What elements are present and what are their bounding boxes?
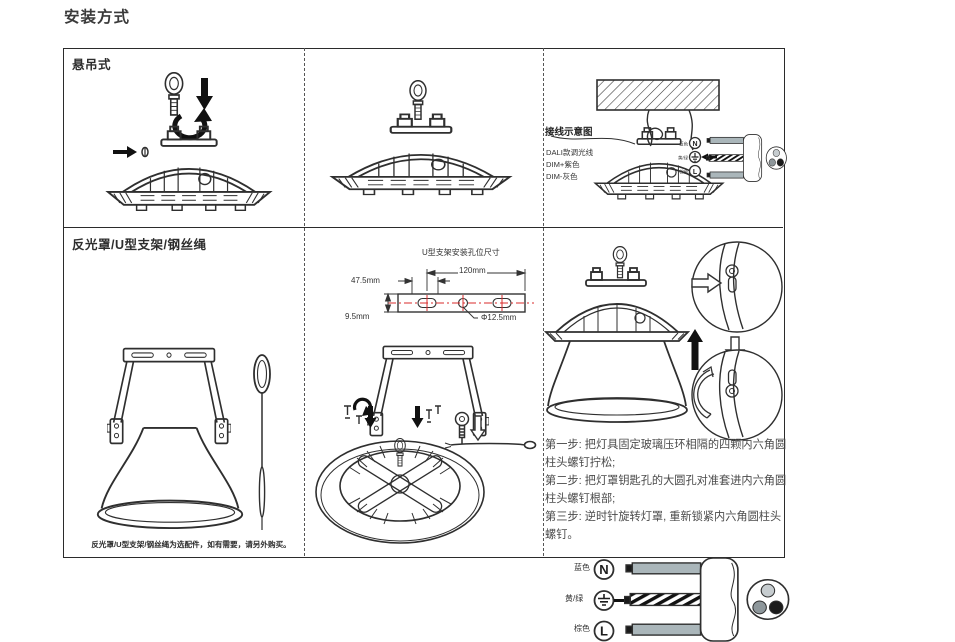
eyebolt-icon (612, 246, 628, 279)
wire-rope-horizontal-drawing (444, 440, 537, 450)
lamp-top-view-drawing (315, 440, 485, 544)
eyebolt-icon (409, 80, 427, 120)
red-centerline (388, 295, 534, 311)
terminal-n: N (692, 141, 697, 148)
keyhole-detail-top (691, 241, 783, 333)
eyebolt-icon (394, 438, 406, 467)
wing-screw-icon (454, 411, 470, 445)
cable-legend-drawing: N L (593, 557, 790, 642)
cable-drawing (624, 557, 790, 642)
down-arrow-icon (196, 78, 213, 110)
lamp-with-reflector-drawing (543, 267, 691, 423)
wire-rope-drawing (253, 354, 271, 530)
down-arrow-icon (364, 406, 377, 428)
dimension-title: U型支架安装孔位尺寸 (422, 248, 500, 257)
highbay-lamp-drawing (331, 113, 511, 196)
legend-brown-label: 棕色 (574, 624, 590, 633)
bracket-section-label: 反光罩/U型支架/钢丝绳 (72, 238, 207, 252)
legend-blue-label: 蓝色 (574, 563, 590, 572)
terminal-l: L (693, 169, 698, 176)
wiring-diagram-drawing: N L 蓝色 黄/绿 棕色 (550, 79, 787, 200)
up-arrow-icon (687, 329, 703, 370)
column-divider-2 (543, 48, 544, 556)
u-bracket-drawing (107, 347, 231, 445)
dimension-hole: Φ12.5mm (480, 313, 518, 322)
screw-icons (344, 405, 441, 424)
step-2: 第二步: 把灯罩钥匙孔的大圆孔对准套进内六角圆柱头螺钉根部; (545, 475, 787, 505)
terminal-l-color-label: 棕色 (679, 169, 688, 176)
keyhole-detail-bottom (691, 349, 783, 441)
hollow-rotate-arrow-icon (693, 365, 715, 419)
suspension-section-label: 悬吊式 (72, 58, 112, 72)
side-screw-arrow-icon (113, 146, 149, 158)
bracket-assembly-drawing (315, 345, 537, 544)
suspension-assembled-drawing (331, 80, 511, 196)
legend-terminal-l: L (600, 624, 608, 639)
page-title: 安装方式 (64, 9, 131, 26)
terminal-n-color-label: 蓝色 (679, 141, 688, 147)
row-divider (63, 227, 783, 228)
earth-ground-icon (691, 153, 699, 162)
terminal-circles: N L 蓝色 黄/绿 棕色 (678, 136, 702, 178)
dimension-span: 120mm (458, 266, 487, 275)
legend-terminal-n: N (599, 562, 608, 577)
dimension-thickness: 9.5mm (344, 312, 371, 321)
step-1: 第一步: 把灯具固定玻璃压环相隔的四颗内六角圆柱头螺钉拧松; (545, 439, 787, 469)
bracket-reflector-drawing (96, 347, 271, 530)
wiring-note-dim-minus: DIM-灰色 (546, 172, 578, 181)
dimension-offset: 47.5mm (350, 276, 381, 285)
dimension-lines (384, 269, 527, 319)
label-leader-line (550, 135, 636, 145)
hollow-right-arrow-icon (691, 272, 723, 294)
ceiling-drawing (596, 79, 720, 111)
earth-ground-icon (598, 594, 610, 606)
eyebolt-icon (164, 72, 184, 116)
terminal-pe-color-label: 黄/绿 (678, 155, 689, 162)
content-frame (63, 48, 785, 558)
legend-yellow-green-label: 黄/绿 (565, 594, 584, 603)
reflector-attach-drawing (543, 241, 783, 441)
down-arrow-icon (411, 406, 424, 428)
wiring-note-dim-plus: DIM+紫色 (546, 160, 580, 169)
suspension-install-drawing (106, 72, 272, 212)
hollow-down-arrow-icon (469, 415, 487, 442)
column-divider-1 (304, 48, 305, 556)
step-3: 第三步: 逆时针旋转灯罩, 重新锁紧内六角圆柱头螺钉。 (545, 511, 782, 541)
wiring-title: 接线示意图 (545, 127, 593, 138)
optional-accessory-note: 反光罩/U型支架/钢丝绳为选配件，如有需要，请另外购买。 (91, 540, 291, 549)
highbay-lamp-drawing (106, 125, 272, 212)
cable-drawing (706, 134, 787, 182)
hole-dimension-drawing (384, 269, 534, 319)
wiring-note-dali: DALI款调光线 (546, 148, 594, 157)
install-steps: 第一步: 把灯具固定玻璃压环相隔的四颗内六角圆柱头螺钉拧松; 第二步: 把灯罩钥… (545, 436, 788, 544)
